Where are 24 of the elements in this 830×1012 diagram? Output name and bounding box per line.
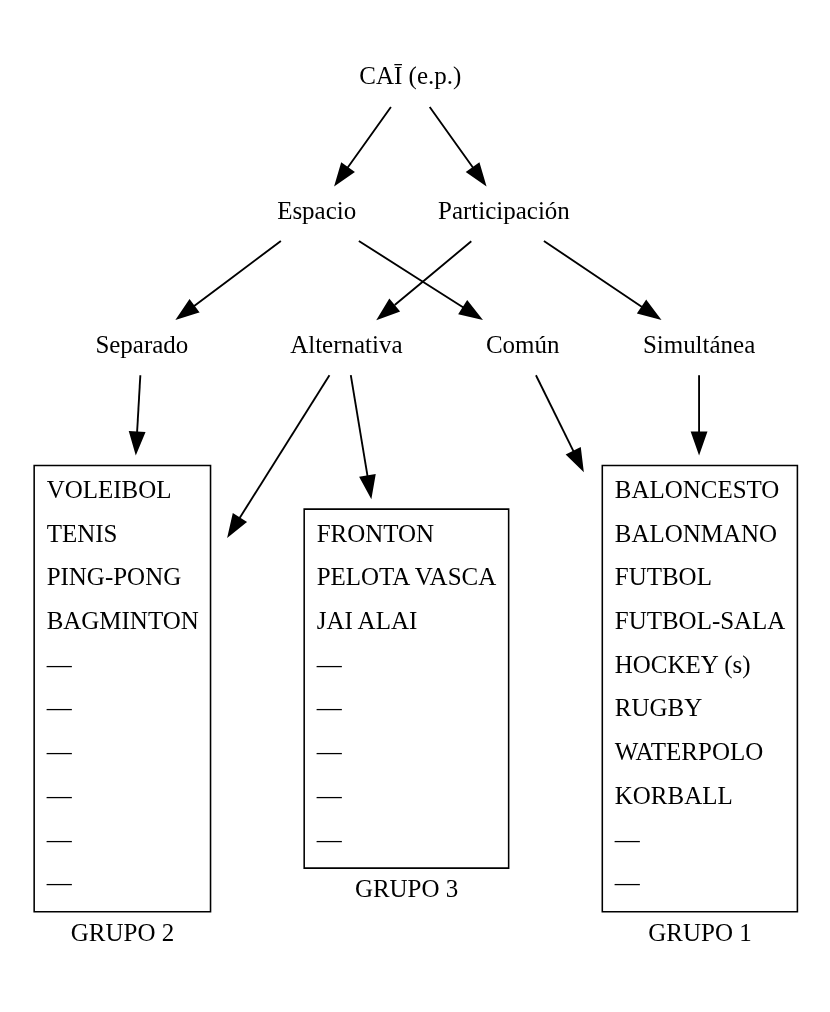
node-text: Alternativa xyxy=(290,330,403,358)
node-label: GRUPO 3 xyxy=(354,875,459,903)
node-text: Simultánea xyxy=(642,330,756,358)
node-text: Separado xyxy=(95,330,189,358)
arrow xyxy=(349,374,376,500)
arrow xyxy=(428,106,487,187)
arrow xyxy=(376,240,473,321)
node-label: GRUPO 2 xyxy=(70,919,175,947)
node-text: Participación xyxy=(438,196,570,224)
node-label: GRUPO 1 xyxy=(648,919,752,947)
arrow xyxy=(535,374,584,473)
arrow xyxy=(357,240,483,320)
node-text: CAĪ (e.p.) xyxy=(359,62,462,90)
arrow xyxy=(543,240,662,320)
arrow xyxy=(128,374,146,456)
node-box: VOLEIBOL TENIS PING-PONG BAGMINTON — — — — — — xyxy=(33,464,212,913)
node-box: FRONTON PELOTA VASCA JAI ALAI — — — — — xyxy=(303,508,510,869)
node-text: Común xyxy=(485,330,560,358)
arrow xyxy=(334,106,392,187)
node-text: Espacio xyxy=(277,196,357,224)
arrow xyxy=(690,374,708,456)
node-box: BALONCESTO BALONMANO FUTBOL FUTBOL-SALA HOCKEY (s) RUGBY WATERPOLO KORBALL — — xyxy=(601,464,799,913)
arrow xyxy=(227,374,331,538)
arrow xyxy=(175,240,282,321)
